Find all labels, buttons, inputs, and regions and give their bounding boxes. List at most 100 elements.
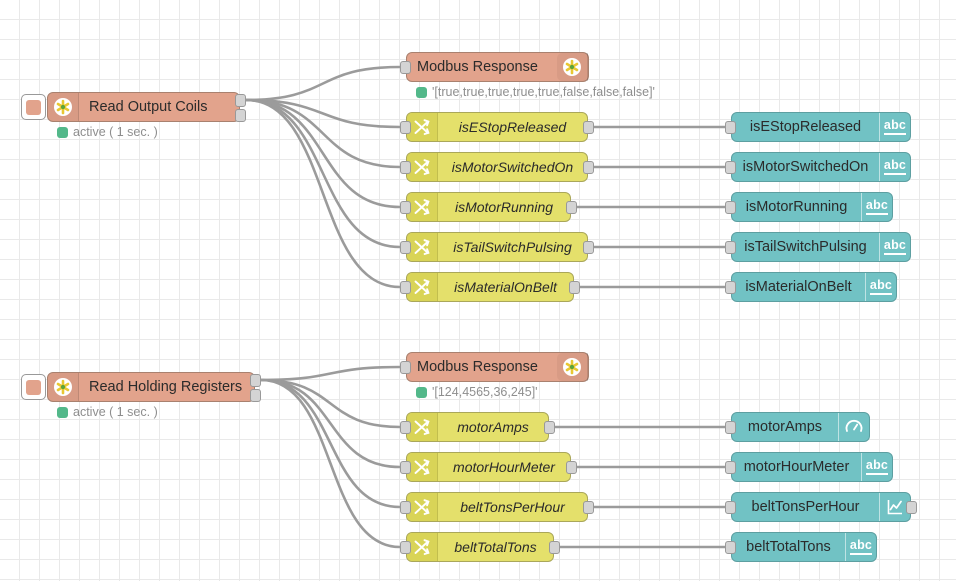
dashboard-node-motorAmps[interactable]: motorAmps xyxy=(731,412,870,442)
input-port[interactable] xyxy=(400,361,411,374)
node-status-coils-text: active ( 1 sec. ) xyxy=(73,125,158,139)
output-port[interactable] xyxy=(569,281,580,294)
output-port[interactable] xyxy=(583,501,594,514)
change-node-label: isMaterialOnBelt xyxy=(454,279,557,295)
abc-text-icon: abc xyxy=(845,533,876,561)
output-port[interactable] xyxy=(549,541,560,554)
output-port[interactable] xyxy=(906,501,917,514)
wire xyxy=(245,98,401,249)
change-node-beltTonsPerHour[interactable]: beltTonsPerHour xyxy=(406,492,588,522)
change-node-isMotorSwitchedOn[interactable]: isMotorSwitchedOn xyxy=(406,152,588,182)
dashboard-node-label: beltTotalTons xyxy=(746,538,831,555)
shuffle-change-icon xyxy=(407,453,438,481)
modbus-read-label: Read Output Coils xyxy=(89,98,208,115)
change-node-isMaterialOnBelt[interactable]: isMaterialOnBelt xyxy=(406,272,574,302)
dashboard-node-beltTonsPerHour[interactable]: beltTonsPerHour xyxy=(731,492,911,522)
input-port[interactable] xyxy=(725,201,736,214)
input-port[interactable] xyxy=(725,461,736,474)
wire xyxy=(245,98,401,209)
change-node-label: isMotorSwitchedOn xyxy=(451,159,574,175)
change-node-isTailSwitchPulsing[interactable]: isTailSwitchPulsing xyxy=(406,232,588,262)
modbus-response-node-coils[interactable]: Modbus Response xyxy=(406,52,589,82)
output-port[interactable] xyxy=(235,94,246,107)
shuffle-change-icon xyxy=(407,493,438,521)
input-port[interactable] xyxy=(400,161,411,174)
status-dot xyxy=(416,386,427,398)
dashboard-node-motorHourMeter[interactable]: motorHourMeter abc xyxy=(731,452,893,482)
input-port[interactable] xyxy=(400,541,411,554)
wire xyxy=(260,378,401,429)
input-port[interactable] xyxy=(400,461,411,474)
modbus-flower-icon xyxy=(557,53,588,81)
input-port[interactable] xyxy=(725,121,736,134)
inject-button-registers[interactable] xyxy=(21,374,46,400)
input-port[interactable] xyxy=(400,501,411,514)
dashboard-node-label: isTailSwitchPulsing xyxy=(744,238,867,255)
dashboard-node-beltTotalTons[interactable]: beltTotalTons abc xyxy=(731,532,877,562)
output-port[interactable] xyxy=(566,201,577,214)
modbus-read-node-coils[interactable]: Read Output Coils xyxy=(47,92,240,122)
inject-button-swatch xyxy=(26,99,41,115)
change-node-label: beltTotalTons xyxy=(454,539,537,555)
input-port[interactable] xyxy=(400,201,411,214)
abc-text-icon: abc xyxy=(883,239,907,255)
input-port[interactable] xyxy=(400,281,411,294)
dashboard-node-label: motorHourMeter xyxy=(743,458,850,475)
modbus-flower-icon xyxy=(48,373,79,401)
abc-text-icon: abc xyxy=(849,539,873,555)
wire xyxy=(245,65,401,102)
change-node-isMotorRunning[interactable]: isMotorRunning xyxy=(406,192,571,222)
modbus-flower-icon xyxy=(557,353,588,381)
change-node-motorHourMeter[interactable]: motorHourMeter xyxy=(406,452,571,482)
input-port[interactable] xyxy=(400,121,411,134)
abc-text-icon: abc xyxy=(861,453,892,481)
output-port[interactable] xyxy=(566,461,577,474)
output-port[interactable] xyxy=(583,161,594,174)
wire xyxy=(245,98,401,289)
input-port[interactable] xyxy=(400,241,411,254)
input-port[interactable] xyxy=(725,541,736,554)
output-port[interactable] xyxy=(544,421,555,434)
node-status-coils: active ( 1 sec. ) xyxy=(57,125,158,139)
shuffle-change-icon xyxy=(407,413,438,441)
dashboard-node-label: isMotorSwitchedOn xyxy=(742,158,869,175)
change-node-isEStopReleased[interactable]: isEStopReleased xyxy=(406,112,588,142)
dashboard-node-label: beltTonsPerHour xyxy=(751,498,860,515)
input-port[interactable] xyxy=(400,61,411,74)
output-port-2[interactable] xyxy=(235,109,246,122)
input-port[interactable] xyxy=(725,501,736,514)
wire xyxy=(260,378,401,469)
wire xyxy=(260,378,401,509)
change-node-label: isTailSwitchPulsing xyxy=(453,239,572,255)
input-port[interactable] xyxy=(725,161,736,174)
modbus-response-node-registers[interactable]: Modbus Response xyxy=(406,352,589,382)
input-port[interactable] xyxy=(400,421,411,434)
output-port[interactable] xyxy=(583,121,594,134)
change-node-motorAmps[interactable]: motorAmps xyxy=(406,412,549,442)
dashboard-node-isTailSwitchPulsing[interactable]: isTailSwitchPulsing abc xyxy=(731,232,911,262)
dashboard-node-label: isEStopReleased xyxy=(749,118,862,135)
output-port-2[interactable] xyxy=(250,389,261,402)
output-port[interactable] xyxy=(583,241,594,254)
input-port[interactable] xyxy=(725,281,736,294)
output-port[interactable] xyxy=(250,374,261,387)
status-dot xyxy=(416,86,427,98)
inject-button-swatch xyxy=(26,379,41,395)
abc-text-icon: abc xyxy=(865,273,896,301)
modbus-read-node-registers[interactable]: Read Holding Registers xyxy=(47,372,255,402)
change-node-beltTotalTons[interactable]: beltTotalTons xyxy=(406,532,554,562)
dashboard-node-isMotorSwitchedOn[interactable]: isMotorSwitchedOn abc xyxy=(731,152,911,182)
input-port[interactable] xyxy=(725,241,736,254)
change-node-label: isEStopReleased xyxy=(458,119,567,135)
response-status-registers: '[124,4565,36,245]' xyxy=(416,385,538,399)
inject-button-coils[interactable] xyxy=(21,94,46,120)
change-node-label: motorAmps xyxy=(457,419,529,435)
input-port[interactable] xyxy=(725,421,736,434)
abc-text-icon: abc xyxy=(883,159,907,175)
abc-text-icon: abc xyxy=(861,193,892,221)
wire xyxy=(260,378,401,549)
